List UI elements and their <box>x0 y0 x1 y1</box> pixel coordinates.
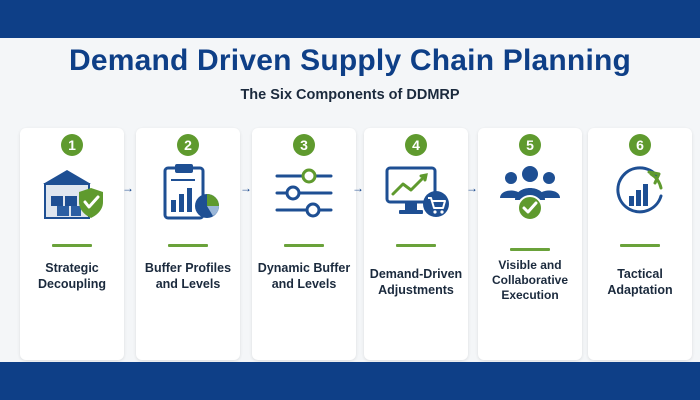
component-card-dynamic-buffer: 3 Dynamic Buffer and Levels <box>252 128 356 360</box>
divider-bar <box>284 244 324 247</box>
component-card-demand-driven-adjustments: 4 Demand-Driven Adjustments <box>364 128 468 360</box>
label-line: Visible and <box>498 258 562 272</box>
label-line: Execution <box>501 288 559 302</box>
arrow-connector: → <box>240 181 252 195</box>
step-number-badge: 4 <box>405 134 427 156</box>
monitor-cart-icon <box>381 162 451 224</box>
component-card-visible-collaborative-execution: 5 Visible and Collaborative Execution <box>478 128 582 360</box>
divider-bar <box>510 248 550 251</box>
page-title: Demand Driven Supply Chain Planning <box>68 44 632 77</box>
divider-bar <box>168 244 208 247</box>
divider-bar <box>52 244 92 247</box>
divider-bar <box>396 244 436 247</box>
bottom-banner <box>0 362 700 400</box>
slider-controls-icon <box>269 162 339 224</box>
team-check-icon <box>495 162 565 224</box>
arrow-connector: → <box>352 181 364 195</box>
top-banner <box>0 0 700 38</box>
warehouse-shield-icon <box>37 162 107 224</box>
label-line: Strategic <box>45 261 99 275</box>
arrow-connector: → <box>122 181 134 195</box>
label-line: Tactical <box>617 267 663 281</box>
component-card-tactical-adaptation: 6 Tactical Adaptation <box>588 128 692 360</box>
step-number-badge: 5 <box>519 134 541 156</box>
step-number-badge: 2 <box>177 134 199 156</box>
component-card-buffer-profiles: 2 Buffer Profiles and Levels <box>136 128 240 360</box>
component-label: Dynamic Buffer and Levels <box>252 260 356 292</box>
label-line: Decoupling <box>37 277 107 291</box>
component-label: Visible and Collaborative Execution <box>478 258 582 303</box>
label-line: Adjustments <box>378 283 454 297</box>
step-number-badge: 1 <box>61 134 83 156</box>
divider-bar <box>620 244 660 247</box>
page-subtitle: The Six Components of DDMRP <box>240 87 460 103</box>
label-line: and Levels <box>155 277 221 291</box>
component-label: Demand-Driven Adjustments <box>364 266 468 298</box>
label-line: Dynamic Buffer <box>257 261 351 275</box>
step-number-badge: 6 <box>629 134 651 156</box>
clipboard-chart-icon <box>153 162 223 224</box>
arrow-connector: → <box>466 181 478 195</box>
label-line: Demand-Driven <box>369 267 463 281</box>
component-label: Strategic Decoupling <box>20 260 124 292</box>
label-line: Buffer Profiles <box>144 261 232 275</box>
step-number-badge: 3 <box>293 134 315 156</box>
label-line: Adaptation <box>607 283 673 297</box>
label-line: Collaborative <box>491 273 569 287</box>
label-line: and Levels <box>271 277 337 291</box>
component-card-strategic-decoupling: 1 Strategic Decoupling <box>20 128 124 360</box>
growth-cycle-icon <box>605 162 675 224</box>
component-label: Buffer Profiles and Levels <box>136 260 240 292</box>
component-label: Tactical Adaptation <box>588 266 692 298</box>
